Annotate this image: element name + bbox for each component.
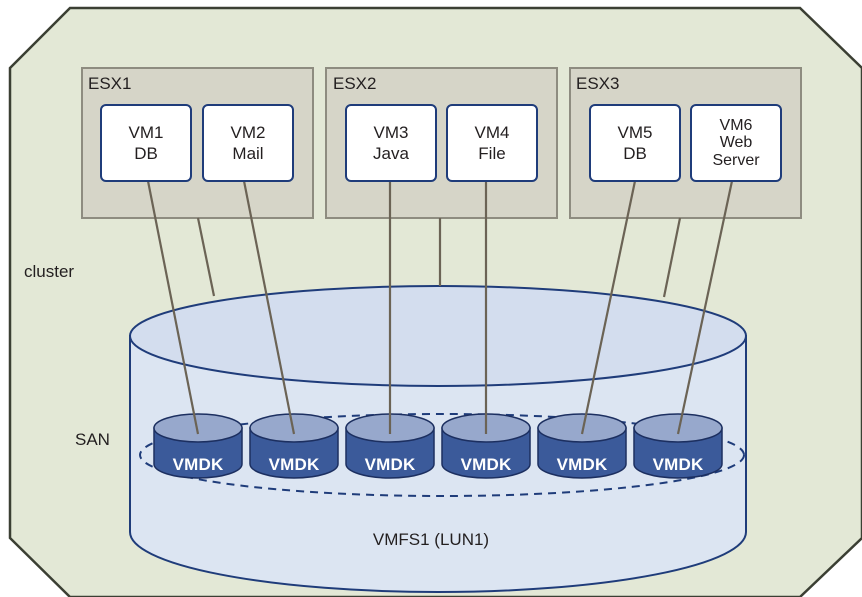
vm-name: VM3 [373,122,409,142]
vmdk-disk-5 [537,413,627,479]
vmfs-dashed-outline [139,413,745,497]
vm-role-line2: Server [712,151,760,169]
vmdk-label-5: VMDK [556,455,608,474]
vm-box-vm6: VM6 Web Server [690,104,782,182]
vm2-vmdk-link [242,180,296,435]
vmdk-disk-2 [249,413,339,479]
vmdk-disk-6 [633,413,723,479]
vm-name: VM2 [230,122,266,142]
vm-box-vm1: VM1 DB [100,104,192,182]
vm-role: Mail [232,144,264,163]
vm-role: DB [134,144,158,163]
vmdk-disk-1 [153,413,243,479]
host-title-esx2: ESX2 [333,74,377,93]
san-cylinder-body [129,335,747,593]
vm-role: Java [373,144,409,163]
host-title-esx1: ESX1 [88,74,132,93]
vm1-vmdk-link [146,180,200,435]
vmdk-label-3: VMDK [364,455,416,474]
san-label: SAN [75,430,110,449]
vm6-vmdk-link [676,180,734,435]
san-cylinder-top [129,285,747,387]
vmdk-label-4: VMDK [460,455,512,474]
vm-role: File [478,144,506,163]
vm-role-line1: Web [719,134,753,152]
vmdk-label-2: VMDK [268,455,320,474]
vm-name: VM5 [617,122,653,142]
vm-box-vm2: VM2 Mail [202,104,294,182]
vm-name: VM1 [128,122,164,142]
host-link-esx3 [662,217,682,298]
vmdk-label-1: VMDK [172,455,224,474]
host-link-esx1 [196,217,216,297]
host-title-esx3: ESX3 [576,74,620,93]
vm-role: DB [623,144,647,163]
vm5-vmdk-link [580,180,637,435]
cluster-label: cluster [24,262,75,281]
datastore-label: VMFS1 (LUN1) [372,530,490,549]
vmdk-label-6: VMDK [652,455,704,474]
vm-box-vm5: VM5 DB [589,104,681,182]
vm-box-vm4: VM4 File [446,104,538,182]
vm-name: VM4 [474,122,510,142]
vm-box-vm3: VM3 Java [345,104,437,182]
vm-name: VM6 [719,117,753,135]
